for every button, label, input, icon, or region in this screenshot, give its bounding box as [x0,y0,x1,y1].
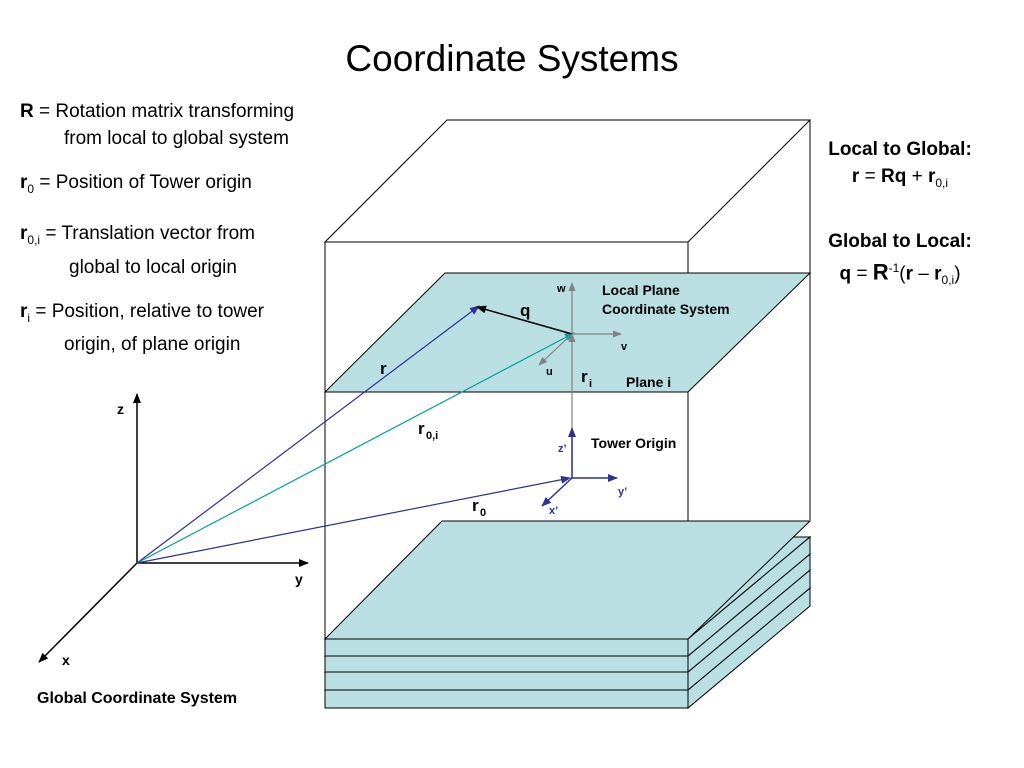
svg-text:r: r [472,496,479,515]
vector-r0-label: r 0 [472,496,486,519]
global-x-label: x [62,652,70,668]
tower-z-label: z’ [558,443,567,455]
local-u-axis [538,333,573,366]
vector-r0 [136,475,571,564]
definition-ri: ri = Position, relative to tower origin,… [20,298,350,359]
local-to-global-title: Local to Global: [828,139,972,160]
definition-text-cont: global to local origin [69,256,237,278]
vector-r0i [136,332,575,564]
tower-y-label: y’ [618,486,627,498]
definition-text: = Position of Tower origin [34,172,252,193]
local-u-label: u [546,366,553,378]
local-axes: w v u [538,282,628,378]
local-plane-label-1: Local Plane [602,282,680,298]
definition-text: = Translation vector from [40,222,255,244]
equations-panel: Local to Global: r = Rq + r0,i Global to… [800,136,1000,294]
vector-ri-label: r i [581,367,592,390]
definition-r0i: r0,i = Translation vector from global to… [20,220,350,281]
definition-R: R = Rotation matrix transforming from lo… [20,98,350,152]
vector-r-label: r [380,359,387,378]
svg-text:0,i: 0,i [426,430,438,442]
symbol: r [20,222,28,244]
global-to-local-equation: q = R-1(r – r0,i) [839,259,961,287]
global-z-label: z [117,401,124,417]
symbol-subscript: 0 [27,181,35,196]
symbol: r [20,300,28,322]
svg-text:i: i [589,378,592,390]
stacked-planes [323,520,812,710]
vectors [136,305,576,564]
symbol: R [20,101,34,122]
tower-x-axis [541,477,573,507]
global-to-local-title: Global to Local: [828,230,972,252]
local-to-global-equation: r = Rq + r0,i [851,166,949,190]
vector-r [136,305,480,564]
global-axes: z y x [38,393,309,668]
local-v-label: v [621,341,628,353]
symbol-subscript: 0,i [27,232,41,247]
tower-origin-label: Tower Origin [591,435,676,451]
symbol: r [20,172,28,193]
local-w-label: w [556,283,566,295]
svg-text:r: r [418,419,425,438]
global-coordinate-system-label: Global Coordinate System [37,690,238,707]
plane-i-label: Plane i [626,374,671,390]
global-y-label: y [295,571,303,587]
svg-text:r: r [581,367,588,386]
tower-x-label: x’ [549,505,558,517]
global-x-axis [38,562,138,663]
symbol-subscript: i [27,310,31,325]
local-plane-label-2: Coordinate System [602,301,730,317]
tower-axes: z’ y’ x’ [541,427,627,517]
vector-q-label: q [520,301,530,320]
svg-text:0: 0 [480,507,486,519]
definition-text-cont: origin, of plane origin [64,334,241,356]
vector-r0i-label: r 0,i [418,419,438,442]
definition-text-cont: from local to global system [64,128,289,149]
definition-text: = Position, relative to tower [30,300,264,322]
definitions-list: R = Rotation matrix transforming from lo… [20,98,350,375]
vector-q [476,305,573,335]
definition-text: = Rotation matrix transforming [33,101,295,122]
definition-r0: r0 = Position of Tower origin [20,169,350,203]
page-title: Coordinate Systems [345,38,679,79]
